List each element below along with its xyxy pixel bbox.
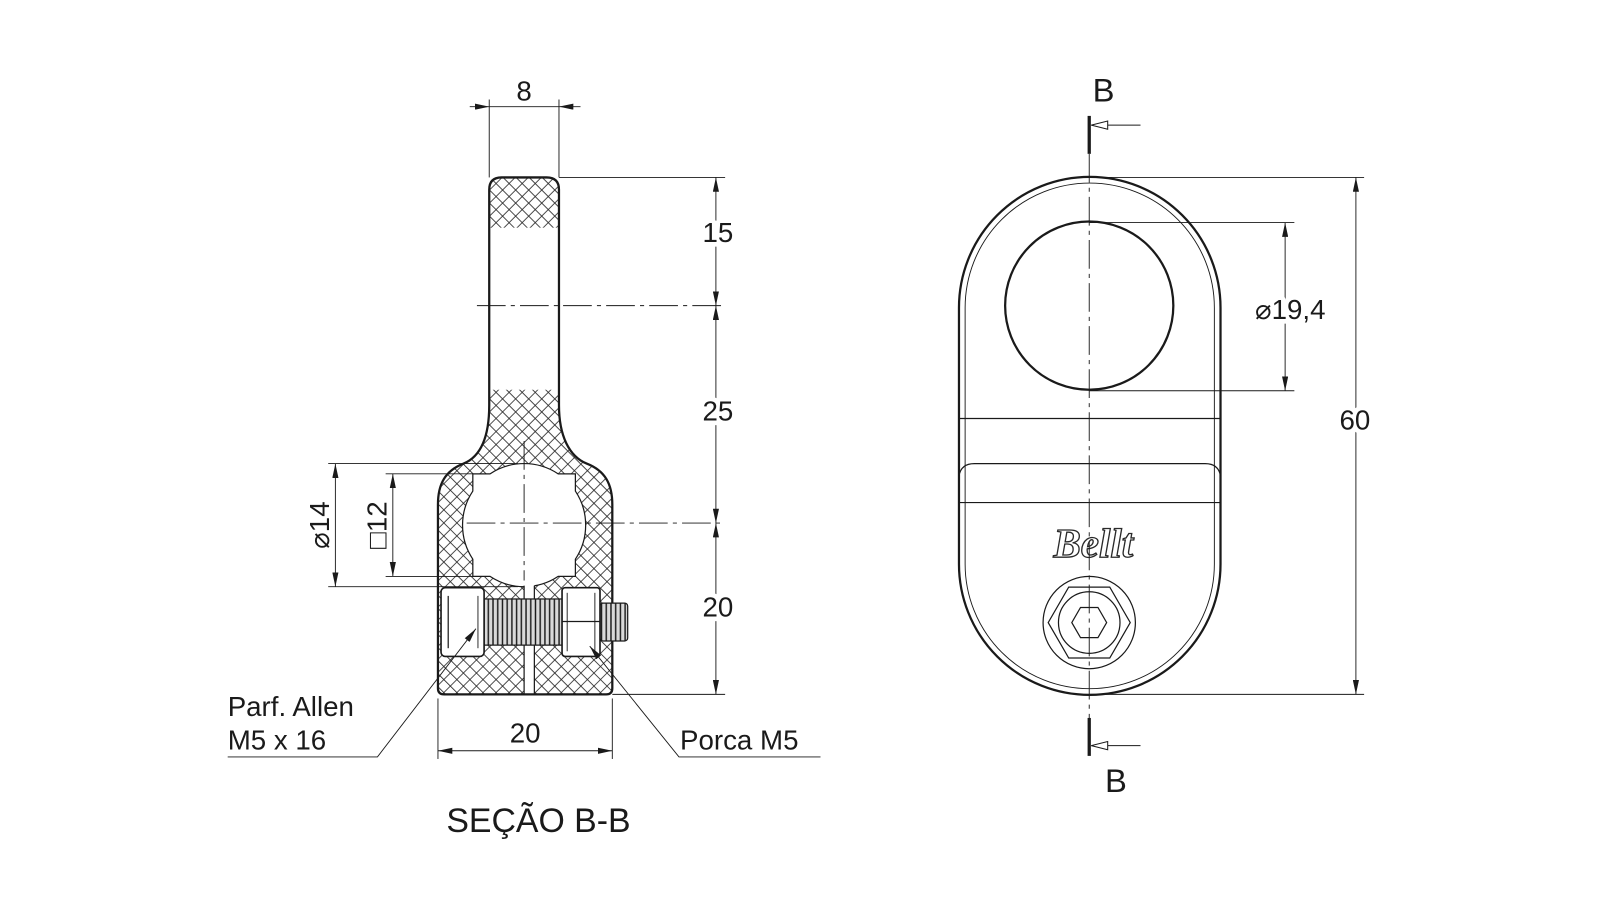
dimension-bore-square: □12 bbox=[362, 473, 473, 577]
dimension-label: 20 bbox=[510, 718, 541, 749]
section-mark-bottom: B bbox=[1105, 762, 1127, 799]
brand-logo: Bellt bbox=[1052, 520, 1134, 566]
leader-line bbox=[589, 645, 821, 758]
callout-nut-label: Porca M5 bbox=[680, 725, 798, 756]
dimension-label-25: 25 bbox=[703, 396, 734, 427]
bolt-shank-threads bbox=[483, 598, 563, 646]
bolt-socket-hexagon bbox=[1071, 606, 1108, 639]
clamp-slot-lower bbox=[524, 644, 535, 695]
dimension-label: ⌀14 bbox=[304, 501, 335, 548]
dimension-label: 60 bbox=[1339, 405, 1370, 436]
dimension-label-20: 20 bbox=[703, 591, 734, 622]
callout-nut: Porca M5 bbox=[589, 645, 821, 758]
clamp-groove-top bbox=[958, 462, 1222, 477]
dimension-total-height: 60 bbox=[1089, 176, 1375, 695]
hex-nut bbox=[561, 586, 601, 658]
dimension-label: □12 bbox=[362, 501, 393, 549]
clamp-outline-outer bbox=[957, 175, 1222, 696]
dimension-label: 8 bbox=[516, 76, 531, 107]
dimension-label: ⌀19,4 bbox=[1255, 294, 1326, 325]
dimension-bore-diameter: ⌀14 bbox=[304, 463, 518, 588]
dimension-label-15: 15 bbox=[703, 217, 734, 248]
front-view: Bellt B B ⌀19,4 60 bbox=[957, 72, 1375, 799]
section-mark-top: B bbox=[1093, 72, 1115, 109]
dimension-hole-diameter: ⌀19,4 bbox=[1089, 222, 1330, 392]
clamp-body-outline bbox=[436, 176, 614, 696]
leader-line bbox=[227, 628, 477, 758]
callout-bolt: Parf. Allen M5 x 16 bbox=[227, 628, 477, 758]
stem-hole-gap bbox=[489, 227, 559, 390]
bolt-thread-tail bbox=[599, 602, 629, 642]
clamp-slot-upper bbox=[524, 580, 535, 602]
dimension-bottom-width: 20 bbox=[437, 698, 613, 759]
dimension-chain-right: 15 25 20 bbox=[558, 176, 738, 695]
callout-bolt-line1: Parf. Allen bbox=[228, 691, 354, 722]
tube-bore bbox=[461, 462, 587, 588]
dimension-top-width: 8 bbox=[469, 76, 581, 178]
section-title: SEÇÃO B-B bbox=[446, 802, 630, 840]
callout-bolt-line2: M5 x 16 bbox=[228, 725, 327, 756]
clamp-outline-inner bbox=[964, 182, 1215, 690]
section-view: 8 15 25 20 ⌀14 □12 bbox=[228, 76, 821, 840]
